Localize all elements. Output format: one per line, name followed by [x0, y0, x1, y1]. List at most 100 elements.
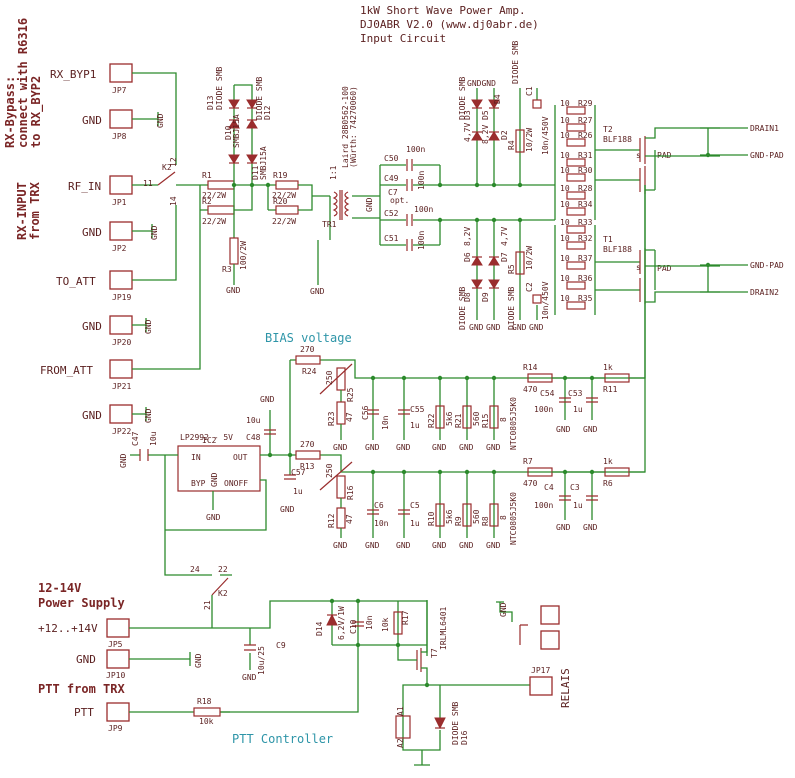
svg-text:5k6: 5k6: [445, 509, 454, 524]
svg-text:C55: C55: [410, 405, 425, 414]
svg-text:GND: GND: [486, 541, 501, 550]
connector-jp19[interactable]: TO_ATT JP19: [56, 270, 133, 302]
svg-text:D2: D2: [500, 130, 509, 140]
svg-text:R30: R30: [578, 166, 593, 175]
svg-text:D9: D9: [481, 292, 490, 302]
output-gnd-pad-2: GND-PAD: [750, 261, 784, 270]
svg-text:DIODE SMB: DIODE SMB: [255, 76, 264, 120]
connector-jp1[interactable]: RF_IN JP1: [68, 175, 133, 207]
svg-text:C47: C47: [131, 431, 140, 446]
svg-text:5k6: 5k6: [445, 411, 454, 426]
svg-text:1:1: 1:1: [329, 165, 338, 180]
svg-text:RX_BYP1: RX_BYP1: [50, 68, 96, 81]
svg-text:JP5: JP5: [108, 640, 123, 649]
svg-text:SMBJ15A: SMBJ15A: [259, 146, 268, 180]
relay-coil: A1 A2 DIODE SMB D16: [395, 701, 469, 766]
svg-text:10/2W: 10/2W: [525, 246, 534, 270]
connector-jp8[interactable]: GND JP8: [82, 109, 133, 141]
svg-text:C4: C4: [544, 483, 554, 492]
coupling-caps: C50 100n C49 100n C52 100n C51 100n: [379, 145, 555, 251]
connector-jp7[interactable]: RX_BYP1 JP7: [50, 63, 133, 95]
connector-jp21[interactable]: FROM_ATT JP21: [40, 359, 133, 391]
svg-text:C5: C5: [410, 501, 420, 510]
svg-text:4,7V: 4,7V: [500, 227, 509, 246]
svg-text:8: 8: [499, 515, 508, 520]
svg-text:R35: R35: [578, 294, 593, 303]
svg-text:to RX_BYP2: to RX_BYP2: [29, 76, 44, 148]
svg-text:GND: GND: [432, 443, 447, 452]
svg-text:R7: R7: [523, 457, 533, 466]
svg-text:10/2W: 10/2W: [525, 128, 534, 152]
svg-text:8,2V: 8,2V: [463, 227, 472, 246]
svg-text:C2: C2: [525, 282, 534, 292]
tvs-diodes: D13 DIODE SMB SMBJ15A D10 D12 DIODE SMB …: [206, 66, 272, 185]
svg-text:D7: D7: [500, 252, 509, 262]
gate-resistor-bank-top: 10 R29 10 R27 10 R26 10 R31 10 R30 10 R2…: [554, 99, 596, 220]
output-gnd-pad-1: GND-PAD: [750, 151, 784, 160]
svg-text:GND: GND: [210, 472, 219, 487]
svg-text:10n/450V: 10n/450V: [541, 116, 550, 155]
svg-text:GND: GND: [333, 443, 348, 452]
svg-text:GND: GND: [529, 323, 544, 332]
connector-jp17[interactable]: JP17 RELAIS: [529, 666, 572, 708]
connector-jp5[interactable]: +12..+14V JP5: [38, 618, 130, 649]
svg-text:JP22: JP22: [112, 427, 131, 436]
svg-text:560: 560: [472, 411, 481, 426]
svg-text:IRLML6401: IRLML6401: [439, 606, 448, 650]
lower-gate-diodes: D6 8,2V D7 4,7V D8 D9 R5 10/2W C2 10n/45…: [458, 217, 550, 332]
svg-text:C6: C6: [374, 501, 384, 510]
svg-text:D16: D16: [460, 730, 469, 745]
svg-text:GND: GND: [486, 323, 501, 332]
svg-text:GND: GND: [206, 513, 221, 522]
svg-text:DIODE SMB: DIODE SMB: [458, 76, 467, 120]
title-line-3: Input Circuit: [360, 32, 446, 45]
svg-text:D4: D4: [493, 94, 502, 104]
svg-text:R2: R2: [202, 197, 212, 206]
connector-jp2[interactable]: GND JP2: [82, 221, 133, 253]
svg-text:1u: 1u: [293, 487, 303, 496]
svg-text:GND: GND: [459, 443, 474, 452]
svg-text:RELAIS: RELAIS: [559, 668, 572, 708]
svg-text:A2: A2: [396, 738, 405, 748]
r19-r20: R19 22/2W R20 22/2W: [265, 171, 330, 226]
svg-text:GND: GND: [82, 114, 102, 127]
svg-text:PTT: PTT: [74, 706, 94, 719]
output-drain2: DRAIN2: [750, 288, 779, 297]
connector-jp20[interactable]: GND JP20: [82, 315, 133, 347]
svg-text:100n: 100n: [534, 405, 553, 414]
rx-bypass-note: RX-Bypass: connect with R6316 to RX_BYP2: [3, 18, 44, 148]
svg-text:D6: D6: [463, 252, 472, 262]
svg-text:GND: GND: [144, 319, 153, 334]
bias-upper: 270 R24 250 R25 R23 47 GND C56 10n C55 1…: [290, 185, 646, 452]
svg-text:R15: R15: [481, 413, 490, 428]
svg-text:GND: GND: [469, 323, 484, 332]
svg-text:C54: C54: [540, 389, 555, 398]
svg-text:R33: R33: [578, 218, 593, 227]
svg-text:250: 250: [325, 370, 334, 385]
svg-text:JP10: JP10: [106, 671, 125, 680]
svg-text:R10: R10: [427, 511, 436, 526]
connector-jp22[interactable]: GND JP22: [82, 404, 133, 436]
svg-text:1u: 1u: [573, 405, 583, 414]
svg-text:D11: D11: [251, 165, 260, 180]
svg-text:R36: R36: [578, 274, 593, 283]
connector-jp9[interactable]: PTT JP9: [74, 702, 130, 733]
connector-jp10[interactable]: GND JP10: [76, 649, 130, 680]
svg-text:GND: GND: [365, 197, 374, 212]
svg-text:GND: GND: [556, 523, 571, 532]
svg-text:10n: 10n: [365, 615, 374, 630]
svg-text:NTC0805J5K0: NTC0805J5K0: [509, 492, 518, 545]
svg-text:250: 250: [325, 463, 334, 478]
svg-text:10: 10: [560, 274, 570, 283]
svg-text:R32: R32: [578, 234, 593, 243]
svg-text:DIODE SMB: DIODE SMB: [451, 701, 460, 745]
power-supply-label-2: Power Supply: [38, 596, 125, 610]
relay-k2-contacts: K2 11 12 14: [132, 72, 201, 370]
svg-text:GND: GND: [583, 523, 598, 532]
svg-text:GND: GND: [156, 113, 165, 128]
svg-text:BLF188: BLF188: [603, 245, 632, 254]
svg-text:8,2V: 8,2V: [481, 125, 490, 144]
svg-text:R9: R9: [454, 516, 463, 526]
svg-text:10: 10: [560, 116, 570, 125]
svg-text:GND: GND: [82, 226, 102, 239]
